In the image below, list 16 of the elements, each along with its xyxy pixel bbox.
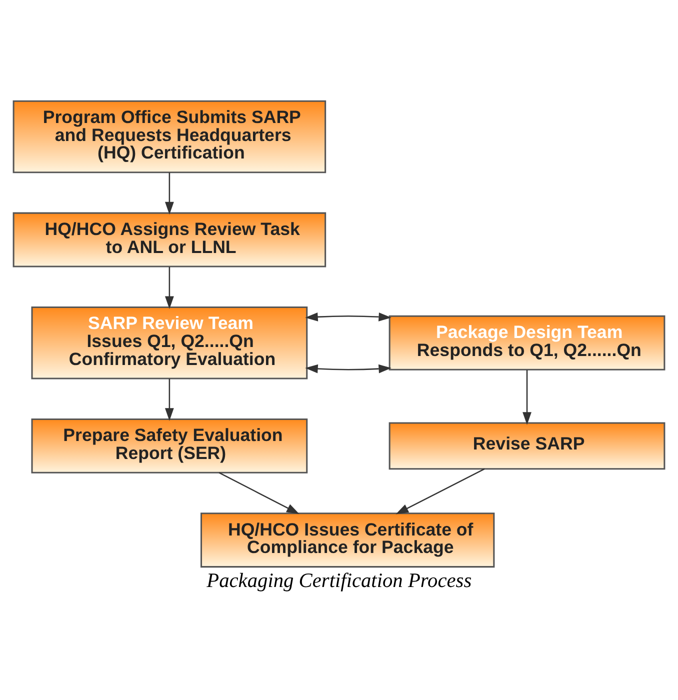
arrow	[218, 472, 300, 514]
arrow	[305, 312, 392, 321]
node-box: Package Design Team Responds to Q1, Q2......Qn	[388, 314, 666, 370]
node-box: Prepare Safety Evaluation Report (SER)	[31, 418, 308, 473]
caption: Packaging Certification Process	[206, 569, 472, 592]
arrow	[164, 378, 174, 420]
arrow	[522, 370, 532, 424]
arrow	[164, 266, 174, 308]
node-box: SARP Review Team Issues Q1, Q2.....Qn Confirmatory Evaluation	[31, 306, 308, 379]
node-box: Program Office Submits SARP and Requests Headquarters (HQ) Certification	[12, 100, 326, 173]
node-box: HQ/HCO Issues Certificate of Compliance for Package	[200, 512, 495, 568]
arrow	[305, 364, 392, 373]
arrow	[164, 172, 174, 214]
arrow	[396, 468, 485, 514]
node-box: Revise SARP	[388, 422, 666, 470]
node-box: HQ/HCO Assigns Review Task to ANL or LLNL	[12, 212, 326, 267]
